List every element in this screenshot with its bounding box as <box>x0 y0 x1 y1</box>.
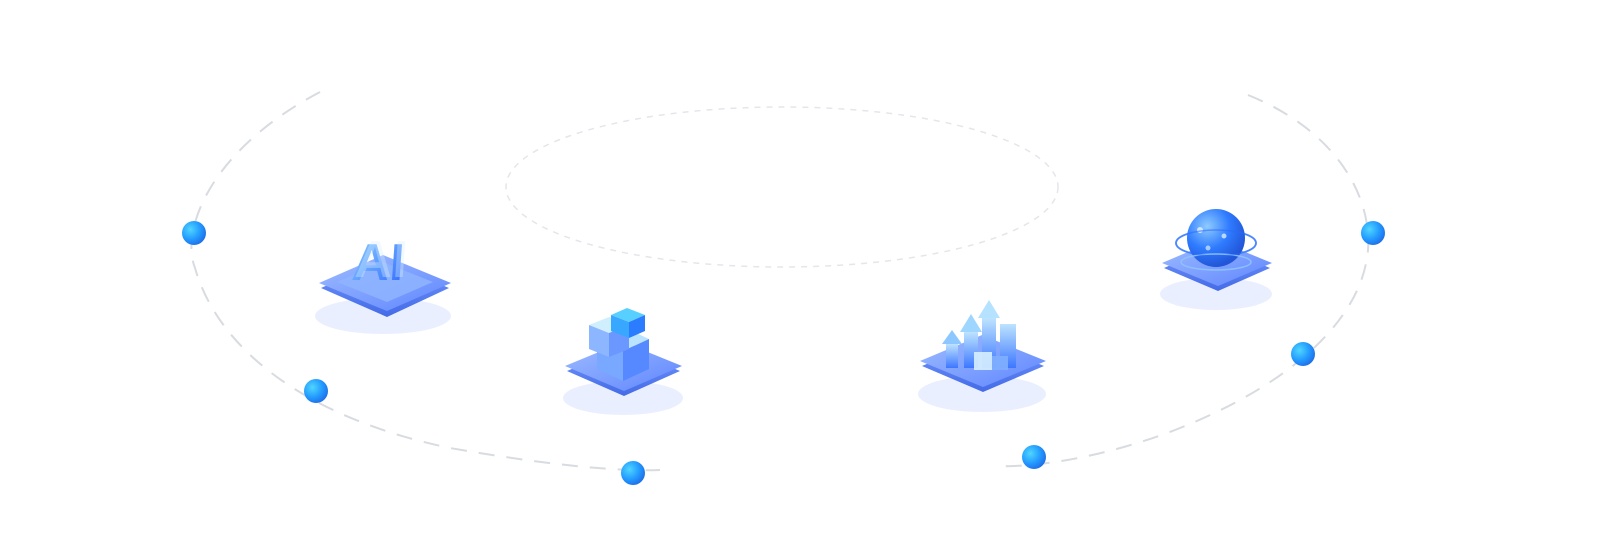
orbit-node-5 <box>1291 342 1315 366</box>
ai-platform-icon: AI AI <box>315 231 451 334</box>
right-orbit-path <box>994 94 1370 468</box>
orbit-node-1 <box>182 221 206 245</box>
center-orbit-ellipse <box>505 106 1059 268</box>
orbit-node-2 <box>304 379 328 403</box>
orbit-node-6 <box>1361 221 1385 245</box>
orbit-node-3 <box>621 461 645 485</box>
ai-label: AI <box>350 234 406 292</box>
orbit-node-4 <box>1022 445 1046 469</box>
planet-icon <box>1160 209 1272 310</box>
left-orbit-path <box>190 91 661 472</box>
city-growth-icon <box>918 300 1046 412</box>
ai-label-highlight: AI <box>353 231 409 289</box>
cube-stack-icon <box>563 308 683 415</box>
